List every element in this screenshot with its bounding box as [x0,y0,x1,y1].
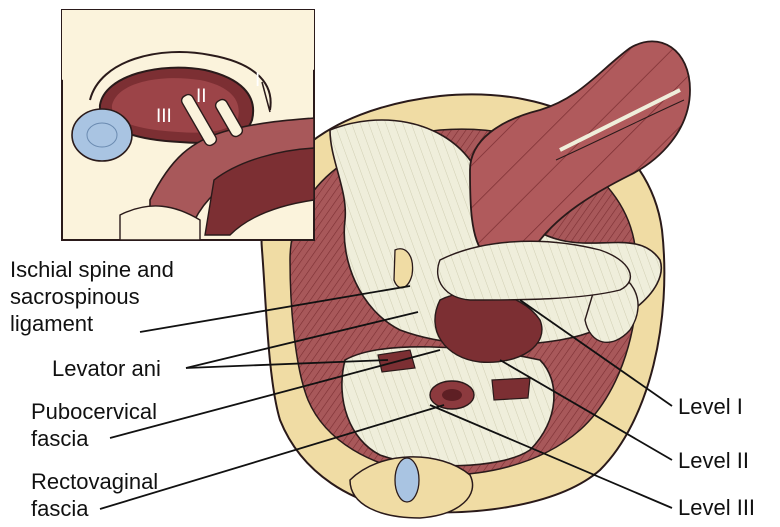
inset-numeral-1: I [255,70,260,91]
leader-ischial [139,285,411,333]
pubic-symphysis [349,456,474,519]
inset-numeral-3: III [156,106,172,127]
label-level-3: Level III [678,494,755,521]
label-line: sacrospinous [10,284,140,309]
label-line: Levator ani [52,356,161,381]
label-line: Ischial spine and [10,257,174,282]
leader-pubocervical [109,349,441,439]
uterosacral-ligament [436,240,632,301]
leader-rectovaginal [99,404,445,510]
label-line: Level II [678,448,749,473]
label-line: Pubocervical [31,399,157,424]
inset-sagittal-view: I II III [61,9,315,241]
leader-level1 [519,299,673,407]
leader-levator-a [185,359,389,369]
label-pubocervical-fascia: Pubocervical fascia [31,398,157,452]
label-line: Level III [678,495,756,520]
leader-level3 [429,404,673,509]
label-line: Rectovaginal [31,469,159,494]
label-line: Level I [678,394,743,419]
label-levator-ani: Levator ani [52,355,161,382]
leader-lines [99,285,673,510]
label-rectovaginal-fascia: Rectovaginal fascia [31,468,158,522]
label-line: fascia [31,496,89,521]
label-ischial-spine: Ischial spine and sacrospinous ligament [10,256,174,337]
leader-levator-b [185,311,419,369]
inset-numeral-2: II [196,86,207,107]
label-line: ligament [10,311,94,336]
leader-level2 [499,359,673,461]
ischial-spine [393,248,414,289]
label-line: fascia [31,426,89,451]
label-level-2: Level II [678,447,749,474]
label-level-1: Level I [678,393,743,420]
